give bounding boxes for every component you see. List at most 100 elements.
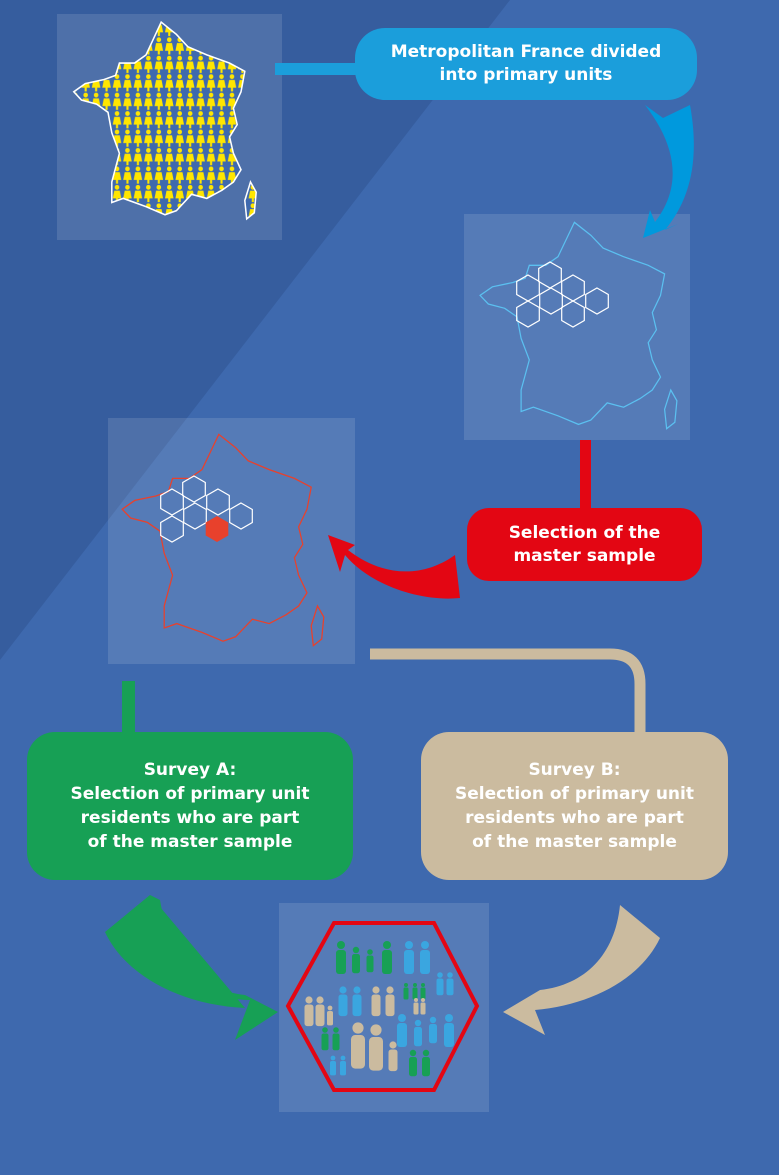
person-body (409, 1057, 417, 1077)
person-head (422, 1049, 430, 1057)
person-head (333, 1027, 339, 1033)
person-head (398, 1014, 406, 1022)
person-body (385, 994, 395, 1017)
person-body (446, 978, 454, 996)
person-body (327, 1011, 333, 1026)
person-head (383, 941, 391, 949)
france-map-hexagons (479, 221, 678, 430)
person-body (321, 1033, 329, 1051)
survey-a-line1: Selection of primary unit (70, 784, 310, 804)
person-body (304, 1004, 314, 1027)
person-head (367, 949, 373, 955)
person-body (420, 1002, 426, 1015)
person-head (386, 986, 394, 994)
person-body (352, 954, 360, 974)
person-body (351, 1035, 365, 1069)
step-selection-line1: Selection of the (508, 522, 661, 543)
red-connector (580, 440, 591, 512)
person-body (422, 1057, 430, 1077)
map-panel-hexagons (464, 214, 690, 440)
step-selection-line2: master sample (513, 545, 656, 566)
person-head (316, 996, 324, 1004)
person-head (414, 998, 418, 1002)
survey-a-box: Survey A: Selection of primary unit reside… (27, 732, 353, 880)
person-head (372, 986, 380, 994)
person-head (421, 941, 429, 949)
person-head (404, 983, 408, 987)
person-head (389, 1041, 397, 1049)
person-body (444, 1023, 454, 1047)
person-body (332, 1033, 340, 1051)
survey-b-line3: of the master sample (472, 832, 677, 852)
person-head (447, 972, 453, 978)
person-body (436, 978, 444, 996)
person-body (382, 950, 392, 974)
person-body (315, 1004, 325, 1027)
person-head (414, 1019, 422, 1027)
person-body (420, 987, 426, 1000)
beige-connector (370, 648, 646, 735)
person-body (413, 1002, 419, 1015)
step-divided-line2: into primary units (439, 65, 613, 85)
person-head (405, 941, 413, 949)
person-head (445, 1014, 453, 1022)
person-body (352, 994, 362, 1017)
person-body (404, 950, 414, 974)
red-curved-arrow (328, 535, 460, 599)
person-body (340, 1061, 346, 1076)
selected-hexagon (205, 516, 229, 542)
person-head (327, 1005, 333, 1011)
person-body (429, 1024, 437, 1044)
person-head (409, 1049, 417, 1057)
survey-b-box: Survey B: Selection of primary unit reside… (421, 732, 728, 880)
survey-a-line2: residents who are part (80, 808, 300, 828)
person-body (412, 987, 418, 1000)
person-head (352, 946, 360, 954)
person-body (369, 1037, 383, 1071)
person-body (336, 950, 346, 974)
residents-hexagon (285, 921, 480, 1092)
person-head (330, 1055, 336, 1061)
survey-b-line1: Selection of primary unit (455, 784, 694, 804)
person-head (340, 1055, 346, 1061)
blue-connector (275, 63, 360, 75)
person-body (420, 950, 430, 974)
person-head (322, 1027, 328, 1033)
step-divided-line1: Metropolitan France divided (390, 42, 662, 62)
person-body (338, 994, 348, 1017)
france-map-primary-units (72, 21, 258, 220)
survey-b-title: Survey B: (528, 760, 621, 780)
residents-group (304, 941, 454, 1077)
green-connector (122, 681, 135, 736)
person-head (421, 998, 425, 1002)
person-head (305, 996, 313, 1004)
survey-a-line3: of the master sample (87, 832, 293, 852)
hexagon-grid (516, 261, 609, 328)
person-head (413, 983, 417, 987)
person-head (353, 986, 361, 994)
person-body (403, 987, 409, 1000)
survey-a-title: Survey A: (143, 760, 237, 780)
person-body (366, 955, 374, 973)
person-body (397, 1023, 407, 1047)
residents-panel (279, 903, 489, 1112)
survey-b-line2: residents who are part (465, 808, 684, 828)
france-map-master-sample (121, 433, 325, 647)
person-body (388, 1049, 398, 1072)
beige-curved-arrow (503, 905, 660, 1035)
person-head (339, 986, 347, 994)
person-head (429, 1016, 437, 1024)
person-body (371, 994, 381, 1017)
person-head (352, 1022, 364, 1034)
person-head (337, 941, 345, 949)
person-head (437, 972, 443, 978)
blue-curved-arrow (643, 105, 694, 238)
step-divided-bubble: Metropolitan France divided into primary … (355, 28, 697, 100)
map-panel-master-sample (108, 418, 355, 664)
person-head (421, 983, 425, 987)
person-head (370, 1024, 382, 1036)
person-body (414, 1027, 422, 1047)
green-curved-arrow (105, 895, 278, 1040)
